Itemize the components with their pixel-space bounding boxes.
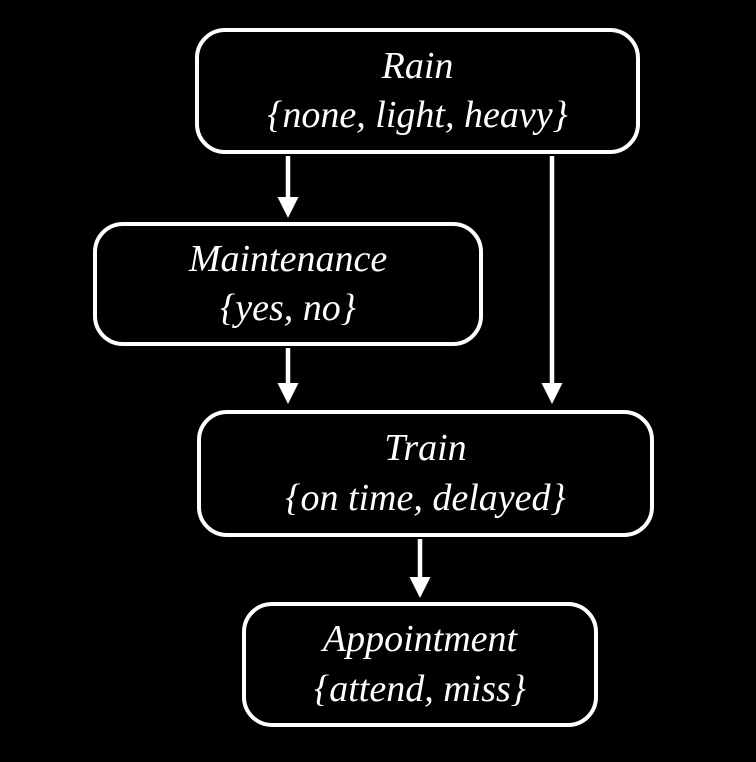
edge-rain-to-train (541, 156, 563, 404)
node-train-label: Train (384, 427, 467, 470)
node-appointment: Appointment {attend, miss} (242, 602, 598, 727)
node-rain-values: {none, light, heavy} (267, 94, 568, 136)
node-train: Train {on time, delayed} (197, 410, 654, 537)
node-rain: Rain {none, light, heavy} (195, 28, 640, 154)
node-maintenance-values: {yes, no} (220, 287, 356, 329)
node-train-values: {on time, delayed} (285, 476, 566, 519)
node-maintenance: Maintenance {yes, no} (93, 222, 483, 346)
node-appointment-values: {attend, miss} (314, 667, 526, 710)
node-maintenance-label: Maintenance (188, 237, 388, 280)
edge-maintenance-to-train (277, 348, 299, 404)
node-rain-label: Rain (381, 44, 454, 87)
node-appointment-label: Appointment (322, 618, 518, 661)
edge-rain-to-maintenance (277, 156, 299, 218)
edge-train-to-appointment (409, 539, 431, 598)
